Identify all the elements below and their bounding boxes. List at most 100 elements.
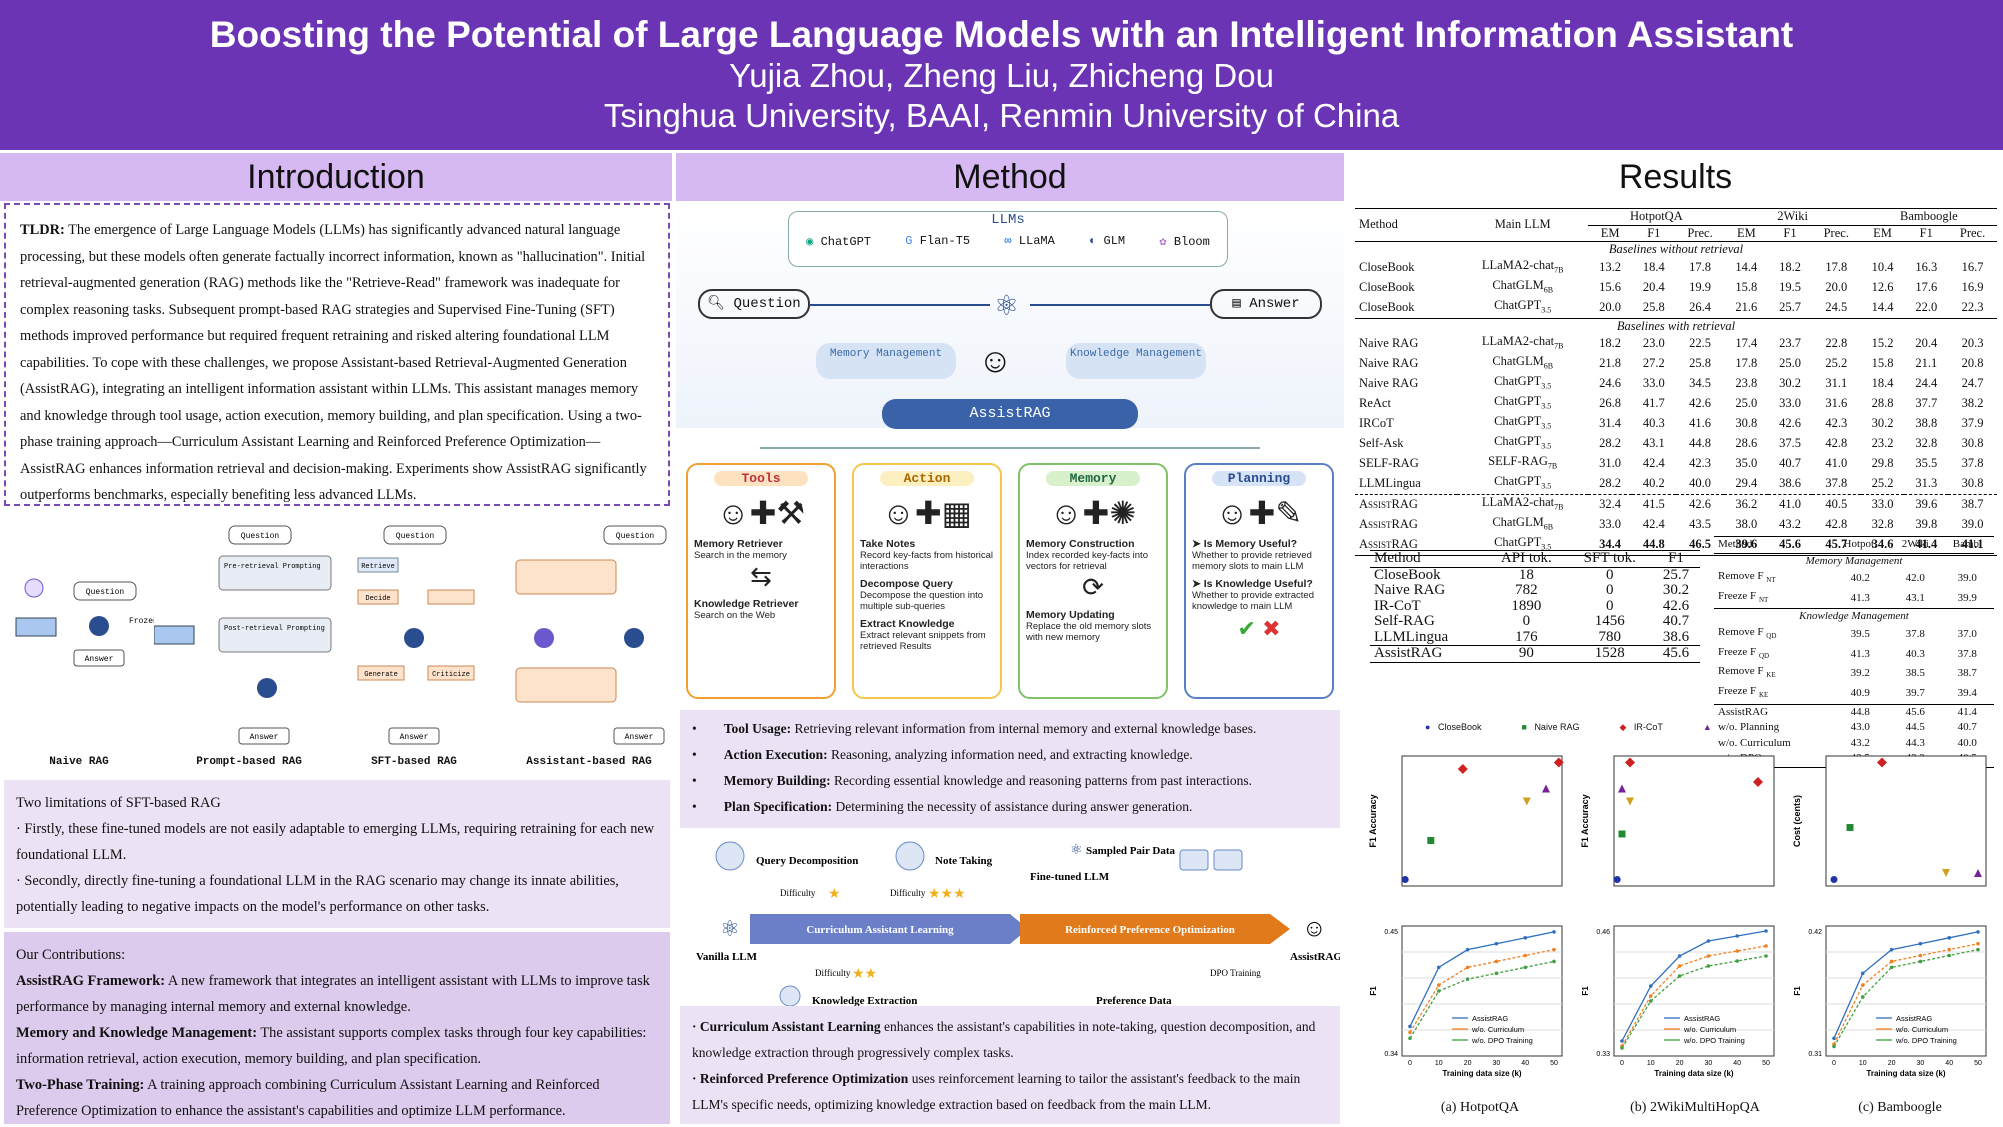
capability-2: • Action Execution: Reasoning, analyzing… bbox=[692, 747, 1193, 762]
decide-label: Decide bbox=[365, 595, 390, 603]
cell-value: 29.8 bbox=[1871, 456, 1894, 471]
cell-value: 28.2 bbox=[1599, 476, 1622, 491]
cell-value: 41.6 bbox=[1689, 416, 1711, 431]
cell-llm: ChatGPT3.5 bbox=[1494, 535, 1552, 552]
ytick-label: 0.33 bbox=[1596, 1051, 1610, 1058]
series-point bbox=[1706, 954, 1711, 958]
cell-value: 40.0 bbox=[1689, 476, 1711, 491]
scatter-ylabel: F1 Accuracy bbox=[1368, 794, 1378, 847]
cell-value: 31.4 bbox=[1599, 416, 1622, 431]
cell-value: 20.0 bbox=[1599, 299, 1622, 314]
naive-rag-graphic: Question Frozen LLM Answer bbox=[15, 578, 177, 667]
cell-value: 40.2 bbox=[1642, 476, 1665, 491]
ytick-label: 0.34 bbox=[1384, 1051, 1398, 1058]
cost-header-sft: SFT tok. bbox=[1583, 550, 1636, 566]
cell-method: Self-Ask bbox=[1359, 436, 1404, 451]
cell-value: 43.1 bbox=[1642, 436, 1665, 451]
caption-sft-rag: SFT-based RAG bbox=[371, 756, 457, 768]
series-point bbox=[1861, 995, 1865, 999]
cell-method: IRCoT bbox=[1359, 416, 1394, 431]
memory-item-2-title: Memory Updating bbox=[1026, 609, 1115, 621]
cell-value: 42.4 bbox=[1642, 456, 1665, 471]
cell-value: 13.2 bbox=[1599, 259, 1622, 274]
ablation-cell: 40.7 bbox=[1957, 721, 1977, 734]
action-card: Action ☺✚▦ Take Notes Record key-facts f… bbox=[852, 463, 1002, 699]
meta-icon: ∞ bbox=[1004, 234, 1012, 248]
cost-cell: 38.6 bbox=[1662, 628, 1690, 645]
chatgpt-icon: ◉ bbox=[806, 235, 814, 249]
cell-value: 20.0 bbox=[1825, 279, 1848, 294]
series-point bbox=[1706, 964, 1711, 968]
action-title: Action bbox=[880, 471, 974, 486]
curriculum-label: Curriculum Assistant Learning bbox=[806, 924, 954, 936]
llm-flan-label: Flan-T5 bbox=[919, 234, 971, 248]
cell-value: 21.6 bbox=[1735, 299, 1758, 314]
note-curriculum-text: enhances the assistant's capabilities in… bbox=[692, 1019, 1316, 1060]
contribution-2: Memory and Knowledge Management: The ass… bbox=[16, 1020, 658, 1072]
series-point bbox=[1620, 1039, 1624, 1043]
action-item-2-desc: Decompose the question into multiple sub… bbox=[860, 590, 984, 612]
cell-value: 41.0 bbox=[1779, 497, 1801, 512]
cell-value: 39.6 bbox=[1915, 497, 1938, 512]
cell-llm: ChatGLM6B bbox=[1492, 515, 1554, 532]
subheader-em: EM bbox=[1600, 225, 1620, 240]
cell-value: 23.7 bbox=[1779, 336, 1801, 351]
table-header-row: Method Main LLM HotpotQA 2Wiki Bamboogle bbox=[1355, 208, 1997, 231]
legend-naive: ■ Naive RAG bbox=[1521, 722, 1579, 740]
ablation-cell: 39.2 bbox=[1850, 667, 1870, 680]
prompt-rag-graphic: Question Pre-retrieval Prompting Post-re… bbox=[153, 525, 332, 745]
caption-2wiki: (b) 2WikiMultiHopQA bbox=[1630, 1100, 1760, 1115]
arrow-line bbox=[810, 304, 990, 306]
series-line bbox=[1409, 948, 1555, 1033]
note-taking-label: Note Taking bbox=[935, 855, 993, 867]
ablation-header-2wiki: 2Wiki bbox=[1901, 538, 1929, 550]
series-point bbox=[1861, 983, 1865, 987]
memory-title: Memory bbox=[1046, 471, 1140, 486]
tool-item-2-desc: Search on the Web bbox=[694, 610, 776, 621]
xtick-label: 50 bbox=[1550, 1060, 1558, 1067]
ablation-cell: 44.5 bbox=[1905, 721, 1925, 734]
cell-value: 34.6 bbox=[1871, 537, 1894, 552]
ytick-label: 0.42 bbox=[1808, 929, 1822, 936]
cell-method: CloseBook bbox=[1359, 299, 1415, 314]
pre-retrieval-label: Pre-retrieval Prompting bbox=[224, 563, 321, 571]
cost-cell: 45.6 bbox=[1662, 645, 1690, 661]
cell-value: 18.4 bbox=[1871, 376, 1894, 391]
series-point bbox=[1861, 971, 1865, 976]
training-graphic: Query Decomposition Difficulty ★ Note Ta… bbox=[696, 841, 1342, 1007]
x-axis-label: Training data size (k) bbox=[1654, 1069, 1733, 1078]
ablation-cell-sub: NT bbox=[1758, 595, 1769, 604]
difficulty-label: Difficulty bbox=[780, 888, 816, 898]
cell-value: 40.7 bbox=[1779, 456, 1801, 471]
cell-value: 42.8 bbox=[1825, 517, 1848, 532]
scatter-point bbox=[1522, 797, 1531, 806]
xtick-label: 40 bbox=[1945, 1060, 1953, 1067]
assistant-rag-diagram: Question Answer bbox=[504, 518, 670, 748]
caption-naive-rag: Naive RAG bbox=[49, 756, 109, 768]
cell-value: 15.8 bbox=[1871, 356, 1894, 371]
action-item-2-title: Decompose Query bbox=[860, 578, 953, 590]
cell-value: 14.4 bbox=[1871, 299, 1894, 314]
cell-method: CloseBook bbox=[1359, 279, 1415, 294]
memory-item-1-desc: Index recorded key-facts into vectors fo… bbox=[1026, 550, 1148, 572]
cell-value: 42.6 bbox=[1689, 497, 1711, 512]
knowledge-management-pill: Knowledge Management bbox=[1066, 343, 1206, 379]
series-line bbox=[1409, 931, 1555, 1027]
subheader-prec: Prec. bbox=[1959, 225, 1986, 240]
sft-rag-diagram: Question Retrieve Decide Generate Critic… bbox=[344, 518, 484, 748]
section-row: Baselines with retrieval bbox=[1355, 318, 1997, 334]
cell-value: 30.8 bbox=[1961, 436, 1984, 451]
cross-icon: ✖ bbox=[1262, 616, 1281, 641]
cell-value: 24.5 bbox=[1825, 299, 1848, 314]
legend-label: w/o. DPO Training bbox=[1471, 1036, 1533, 1045]
